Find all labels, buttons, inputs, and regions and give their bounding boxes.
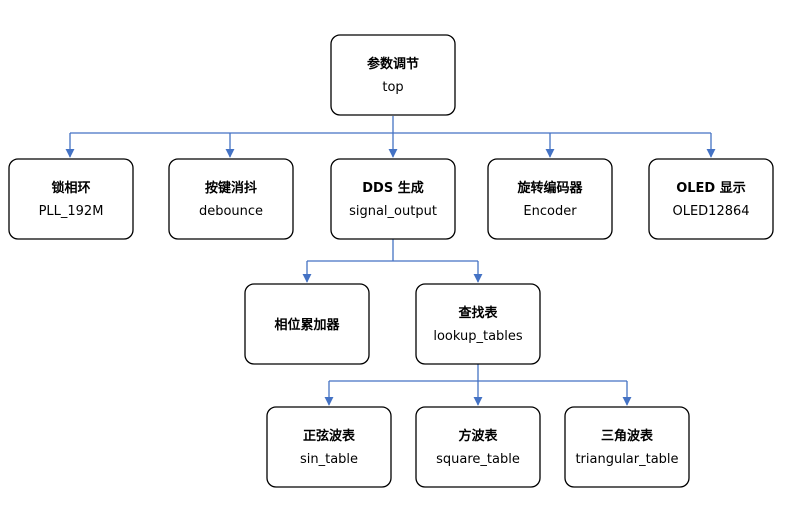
node-triangular-table: 三角波表 triangular_table <box>564 406 690 488</box>
node-subtitle: OLED12864 <box>672 204 749 219</box>
node-title: OLED 显示 <box>676 181 746 196</box>
node-title: 正弦波表 <box>303 428 356 444</box>
node-subtitle: top <box>382 80 403 95</box>
node-title: 旋转编码器 <box>516 180 583 196</box>
node-title: 按键消抖 <box>205 180 257 196</box>
node-subtitle: Encoder <box>523 204 577 219</box>
node-pll: 锁相环 PLL_192M <box>8 158 134 240</box>
node-title: 方波表 <box>458 428 498 444</box>
node-title: 三角波表 <box>601 428 654 444</box>
node-oled: OLED 显示 OLED12864 <box>648 158 774 240</box>
node-title: 参数调节 <box>367 56 419 72</box>
node-title: 相位累加器 <box>274 317 340 333</box>
node-title: 查找表 <box>457 305 498 321</box>
node-top: 参数调节 top <box>330 34 456 116</box>
node-subtitle: debounce <box>199 204 263 219</box>
node-encoder: 旋转编码器 Encoder <box>487 158 613 240</box>
node-subtitle: PLL_192M <box>39 204 104 219</box>
node-lookup-tables: 查找表 lookup_tables <box>415 283 541 365</box>
node-dds: DDS 生成 signal_output <box>330 158 456 240</box>
node-square-table: 方波表 square_table <box>415 406 541 488</box>
node-subtitle: square_table <box>436 452 520 467</box>
connectors <box>65 116 716 406</box>
node-phase-accumulator: 相位累加器 <box>244 283 370 365</box>
node-subtitle: lookup_tables <box>433 329 523 344</box>
node-debounce: 按键消抖 debounce <box>168 158 294 240</box>
node-title: 锁相环 <box>51 180 90 196</box>
node-subtitle: triangular_table <box>575 452 678 467</box>
node-title: DDS 生成 <box>362 180 423 196</box>
node-subtitle: signal_output <box>349 204 437 219</box>
node-sin-table: 正弦波表 sin_table <box>266 406 392 488</box>
node-subtitle: sin_table <box>300 452 358 467</box>
